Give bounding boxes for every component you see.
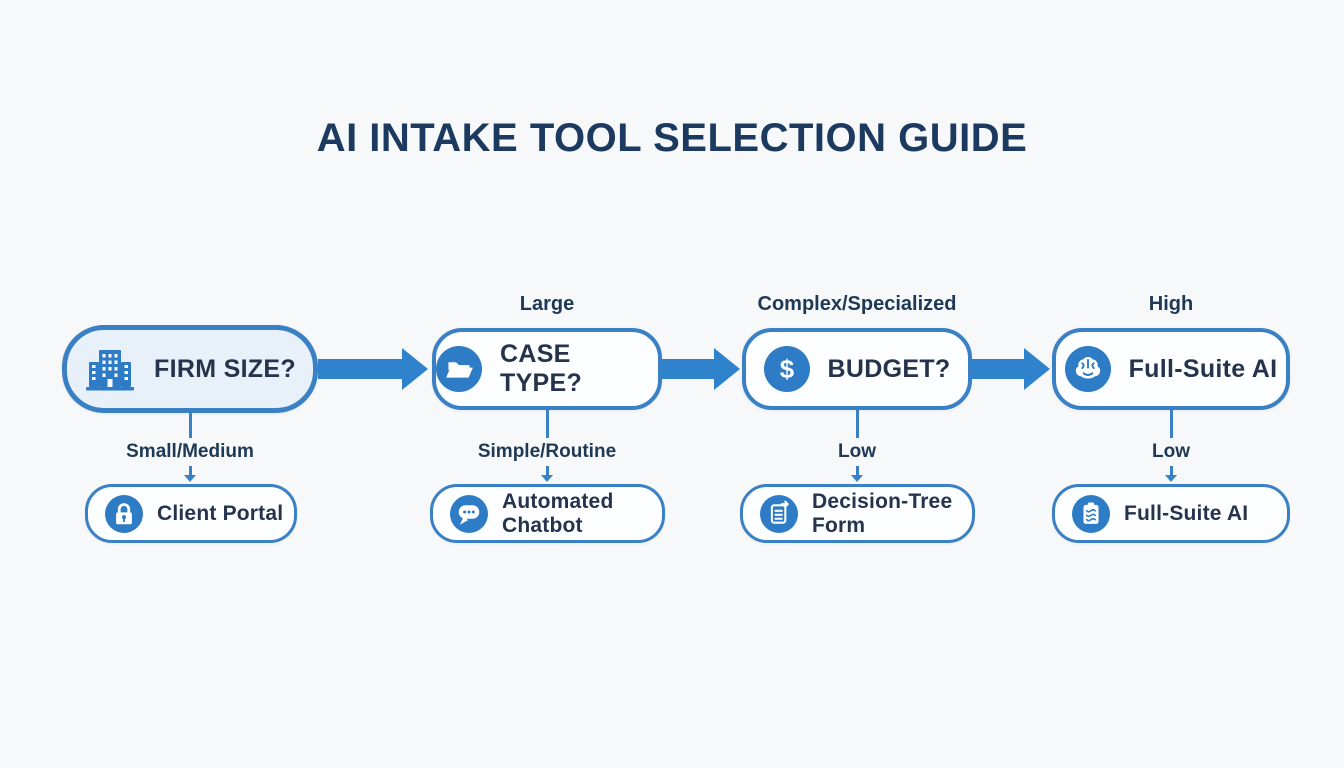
building-icon <box>84 346 136 392</box>
decision-label: FIRM SIZE? <box>154 354 296 383</box>
decision-label: Full-Suite AI <box>1128 354 1278 383</box>
branch-label-small-medium: Small/Medium <box>126 441 254 462</box>
result-node-full-suite-ai: Full-Suite AI <box>1052 484 1290 543</box>
connector-arrow-down <box>188 466 192 475</box>
brain-icon <box>1064 346 1111 392</box>
flow-arrow-right-1 <box>318 359 402 379</box>
result-node-decision-tree-form: Decision-Tree Form <box>740 484 975 543</box>
decision-node-budget: $ BUDGET? <box>742 328 972 410</box>
decision-label: BUDGET? <box>827 354 951 383</box>
form-arrow-icon <box>760 494 798 533</box>
result-label: Client Portal <box>157 501 284 525</box>
branch-label-low-budget: Low <box>838 441 876 462</box>
connector-arrow-down <box>855 466 859 475</box>
branch-label-simple-routine: Simple/Routine <box>477 441 617 462</box>
clipboard-check-icon <box>1072 494 1110 533</box>
page-title: AI INTAKE TOOL SELECTION GUIDE <box>316 116 1028 160</box>
result-label: Full-Suite AI <box>1124 501 1249 525</box>
connector-line <box>1169 410 1173 438</box>
decision-label: CASE TYPE? <box>500 340 583 397</box>
result-label: Automated Chatbot <box>502 489 614 537</box>
lock-icon <box>105 494 143 533</box>
connector-line <box>545 410 549 438</box>
branch-label-high: High <box>1148 293 1194 315</box>
branch-label-large: Large <box>519 293 575 315</box>
connector-arrow-down <box>1169 466 1173 475</box>
connector-line <box>855 410 859 438</box>
decision-node-full-suite-ai: Full-Suite AI <box>1052 328 1290 410</box>
result-node-client-portal: Client Portal <box>85 484 297 543</box>
folder-icon <box>436 346 482 392</box>
dollar-icon: $ <box>763 346 810 392</box>
branch-label-complex: Complex/Specialized <box>757 293 957 315</box>
decision-node-firm-size: FIRM SIZE? <box>62 325 318 413</box>
decision-node-case-type: CASE TYPE? <box>432 328 662 410</box>
flow-arrow-right-3 <box>972 359 1024 379</box>
flow-arrow-right-2 <box>662 359 714 379</box>
connector-arrow-down <box>545 466 549 475</box>
connector-line <box>188 413 192 438</box>
result-label: Decision-Tree Form <box>812 489 953 537</box>
svg-text:$: $ <box>779 356 794 384</box>
branch-label-low: Low <box>1152 441 1190 462</box>
result-node-automated-chatbot: Automated Chatbot <box>430 484 665 543</box>
chat-bubble-icon <box>450 494 488 533</box>
